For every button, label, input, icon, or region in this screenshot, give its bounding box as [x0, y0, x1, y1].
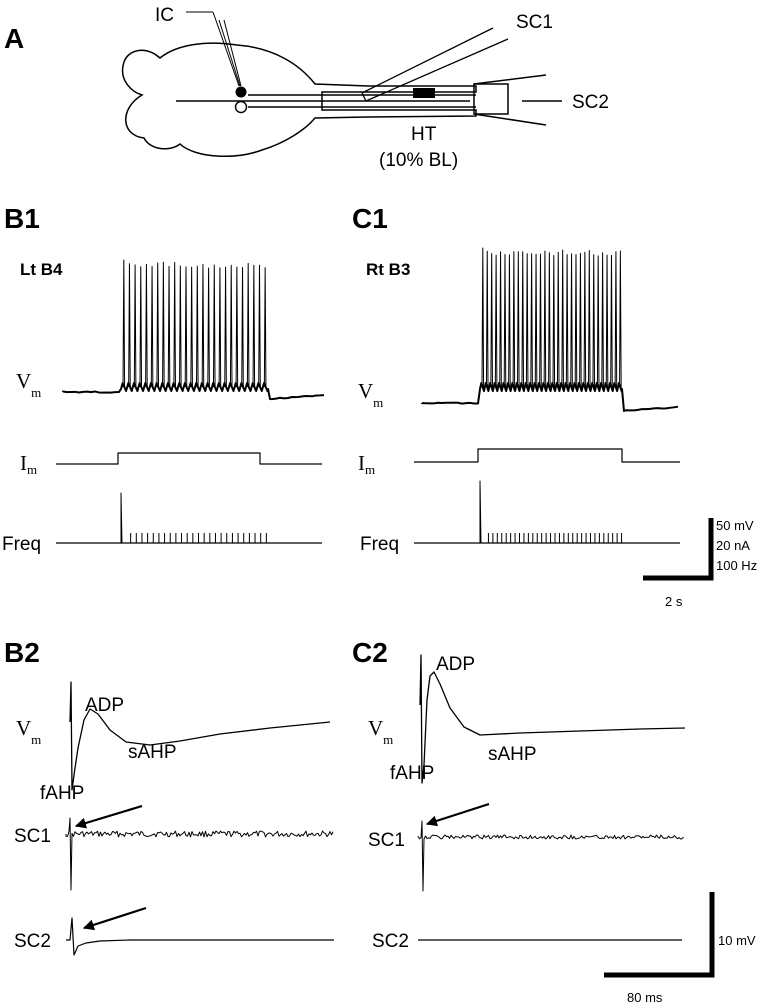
scalebar-2-voltage: 10 mV — [718, 933, 756, 948]
c1-spike-train — [481, 247, 622, 390]
panel-label-a: A — [4, 23, 24, 54]
sc2-label: SC2 — [572, 92, 609, 113]
b1-membrane-trace — [62, 382, 325, 401]
b1-spike-train — [122, 259, 267, 390]
scalebar-1-time: 2 s — [665, 594, 683, 609]
cell-label-c1: Rt B3 — [366, 260, 410, 279]
scalebar-1 — [643, 518, 714, 581]
scalebar-2-time: 80 ms — [627, 990, 663, 1005]
panel-label-c2: C2 — [352, 637, 388, 668]
ic-electrode — [186, 11, 242, 87]
adp-label-c2: ADP — [436, 654, 475, 675]
b2-sc2-trace — [66, 917, 334, 956]
freq-label-b1: Freq — [2, 534, 41, 555]
im-label-c1: Im — [358, 451, 375, 477]
ic-label: IC — [155, 5, 174, 26]
c1-frequency-trace — [479, 480, 623, 544]
b2-sc1-arrow — [74, 804, 143, 829]
b1-frequency-trace — [120, 492, 267, 544]
vm-label-b2: Vm — [16, 716, 41, 747]
c1-membrane-trace — [421, 382, 679, 412]
fahp-label-b2: fAHP — [40, 783, 84, 804]
c2-sc1-trace — [417, 820, 684, 892]
sc1-trace-label-c2: SC1 — [368, 830, 405, 851]
b2-sc2-arrow — [82, 906, 147, 931]
panel-label-b1: B1 — [4, 203, 40, 234]
vm-label-c2: Vm — [368, 716, 393, 747]
sc2-trace-label-c2: SC2 — [372, 931, 409, 952]
panel-label-c1: C1 — [352, 203, 388, 234]
ganglia-schematic — [121, 42, 562, 157]
adp-label-b2: ADP — [85, 695, 124, 716]
fahp-label-c2: fAHP — [390, 763, 434, 784]
c2-membrane-trace — [419, 654, 686, 784]
c1-current-step — [414, 448, 680, 463]
scalebar-1-voltage: 50 mV — [716, 518, 754, 533]
vm-label-c1: Vm — [358, 379, 383, 410]
sahp-label-c2: sAHP — [488, 744, 537, 765]
sahp-label-b2: sAHP — [128, 742, 177, 763]
im-label-b1: Im — [20, 451, 37, 477]
ht-label: HT — [411, 124, 437, 145]
b2-membrane-trace — [69, 681, 331, 791]
ic-cell — [235, 86, 247, 98]
sc1-trace-label-b2: SC1 — [14, 826, 51, 847]
scalebar-1-current: 20 nA — [716, 538, 750, 553]
vm-label-b1: Vm — [16, 369, 41, 400]
scalebar-1-frequency: 100 Hz — [716, 558, 757, 573]
sc1-electrode — [361, 27, 509, 102]
scalebar-2 — [604, 892, 715, 978]
ht-concentration: (10% BL) — [379, 150, 458, 171]
b1-current-step — [56, 452, 322, 465]
panel-label-b2: B2 — [4, 637, 40, 668]
sc1-label: SC1 — [516, 12, 553, 33]
contralateral-cell — [234, 100, 248, 114]
freq-label-c1: Freq — [360, 534, 399, 555]
cut-site-box — [473, 83, 509, 115]
sc2-trace-label-b2: SC2 — [14, 931, 51, 952]
ht-block — [413, 88, 435, 98]
c2-sc1-arrow — [425, 802, 490, 827]
b2-sc1-trace — [65, 817, 334, 891]
cell-label-b1: Lt B4 — [20, 260, 63, 279]
ganglion-outline — [121, 42, 477, 157]
